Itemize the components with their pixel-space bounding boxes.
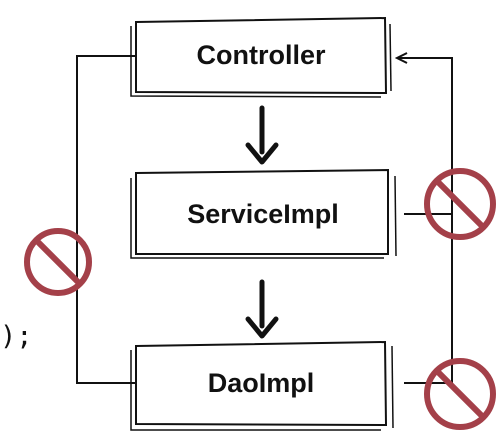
prohibited-icon: [424, 358, 496, 430]
service-impl-label: ServiceImpl: [187, 199, 339, 229]
link-dao-to-controller: [397, 58, 453, 384]
prohibited-icon: [24, 228, 92, 296]
link-controller-to-dao: [76, 55, 160, 383]
dao-impl-box: DaoImpl: [130, 340, 394, 431]
controller-box: Controller: [130, 16, 392, 98]
prohibited-icon: [424, 168, 496, 240]
arrow-controller-to-service: [245, 105, 279, 165]
controller-label: Controller: [196, 40, 325, 70]
dao-impl-label: DaoImpl: [208, 368, 315, 398]
arrow-service-to-dao: [245, 279, 279, 339]
code-fragment: );: [0, 321, 33, 352]
service-impl-box: ServiceImpl: [130, 168, 397, 259]
